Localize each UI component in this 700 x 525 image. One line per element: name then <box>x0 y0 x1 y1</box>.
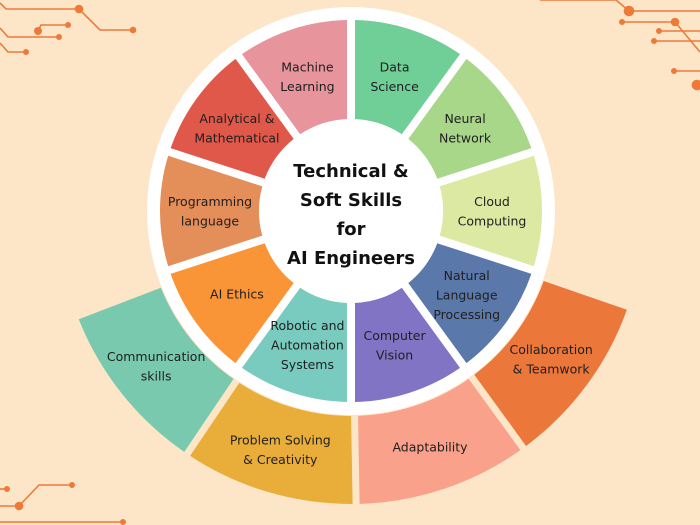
segment-shape <box>354 287 461 402</box>
center-title-line: Technical & <box>293 161 409 182</box>
segment-label: skills <box>141 368 172 383</box>
segment-label: Adaptability <box>392 440 468 455</box>
segment-label: Problem Solving <box>230 432 331 447</box>
technical-skill-ai-ethics: AI Ethics <box>170 243 294 364</box>
segment-shape <box>241 287 348 402</box>
circuit-decoration-top-right <box>540 0 700 91</box>
segment-label: Language <box>436 288 498 303</box>
segment-shape <box>241 20 348 135</box>
segment-shape <box>170 58 294 179</box>
center-title-line: AI Engineers <box>287 248 415 269</box>
segment-shape <box>78 287 234 452</box>
segment-label: Machine <box>281 60 334 75</box>
center-title-line: for <box>336 219 365 240</box>
circuit-decoration-bottom-left <box>0 481 127 525</box>
segment-label: Learning <box>280 79 334 94</box>
soft-skill-communication-skills: Communication skills <box>78 287 234 452</box>
segment-label: & Creativity <box>243 452 318 467</box>
segment-label: Mathematical <box>194 130 279 145</box>
segment-shape <box>358 378 521 504</box>
segment-label: Automation <box>271 338 344 353</box>
segment-shape <box>354 20 461 135</box>
technical-skill-analytical-mathematical: Analytical & Mathematical <box>170 58 294 179</box>
soft-skill-adaptability: Adaptability <box>358 378 521 504</box>
segment-shape <box>190 382 353 504</box>
segment-label: Systems <box>281 357 334 372</box>
segment-label: Cloud <box>474 194 510 209</box>
segment-label: Robotic and <box>270 318 344 333</box>
center-title: Technical & Soft Skills for AI Engineers <box>287 161 415 269</box>
soft-skill-collaboration-teamwork: Collaboration & Teamwork <box>474 281 627 446</box>
segment-shape <box>474 281 627 446</box>
circuit-decoration-top-left <box>0 2 137 55</box>
segment-label: Analytical & <box>199 111 274 126</box>
technical-skills-ring: DataScienceNeuralNetworkCloudComputingNa… <box>159 20 542 402</box>
segment-shape <box>408 243 532 364</box>
center-circle <box>259 119 443 303</box>
segment-label: language <box>181 213 240 228</box>
segment-label: & Teamwork <box>513 361 591 376</box>
segment-shape <box>159 155 263 267</box>
segment-label: AI Ethics <box>210 286 264 301</box>
technical-skill-programming-language: Programming language <box>159 155 263 267</box>
segment-shape <box>439 155 542 267</box>
center-title-line: Soft Skills <box>300 190 402 211</box>
segment-label: Vision <box>376 347 413 362</box>
segment-shape <box>408 58 532 179</box>
segment-shape <box>170 243 294 364</box>
segment-label: Programming <box>168 194 252 209</box>
segment-label: Network <box>439 130 492 145</box>
segment-label: Processing <box>433 307 500 322</box>
segment-label: Natural <box>444 268 490 283</box>
segment-label: Data <box>380 60 410 75</box>
segment-label: Science <box>370 79 419 94</box>
segment-label: Collaboration <box>510 342 593 357</box>
segment-label: Computing <box>458 213 527 228</box>
segment-label: Communication <box>107 349 206 364</box>
segment-label: Computer <box>364 328 427 343</box>
soft-skill-problem-solving-creativity: Problem Solving & Creativity <box>190 382 353 504</box>
segment-label: Neural <box>444 111 485 126</box>
